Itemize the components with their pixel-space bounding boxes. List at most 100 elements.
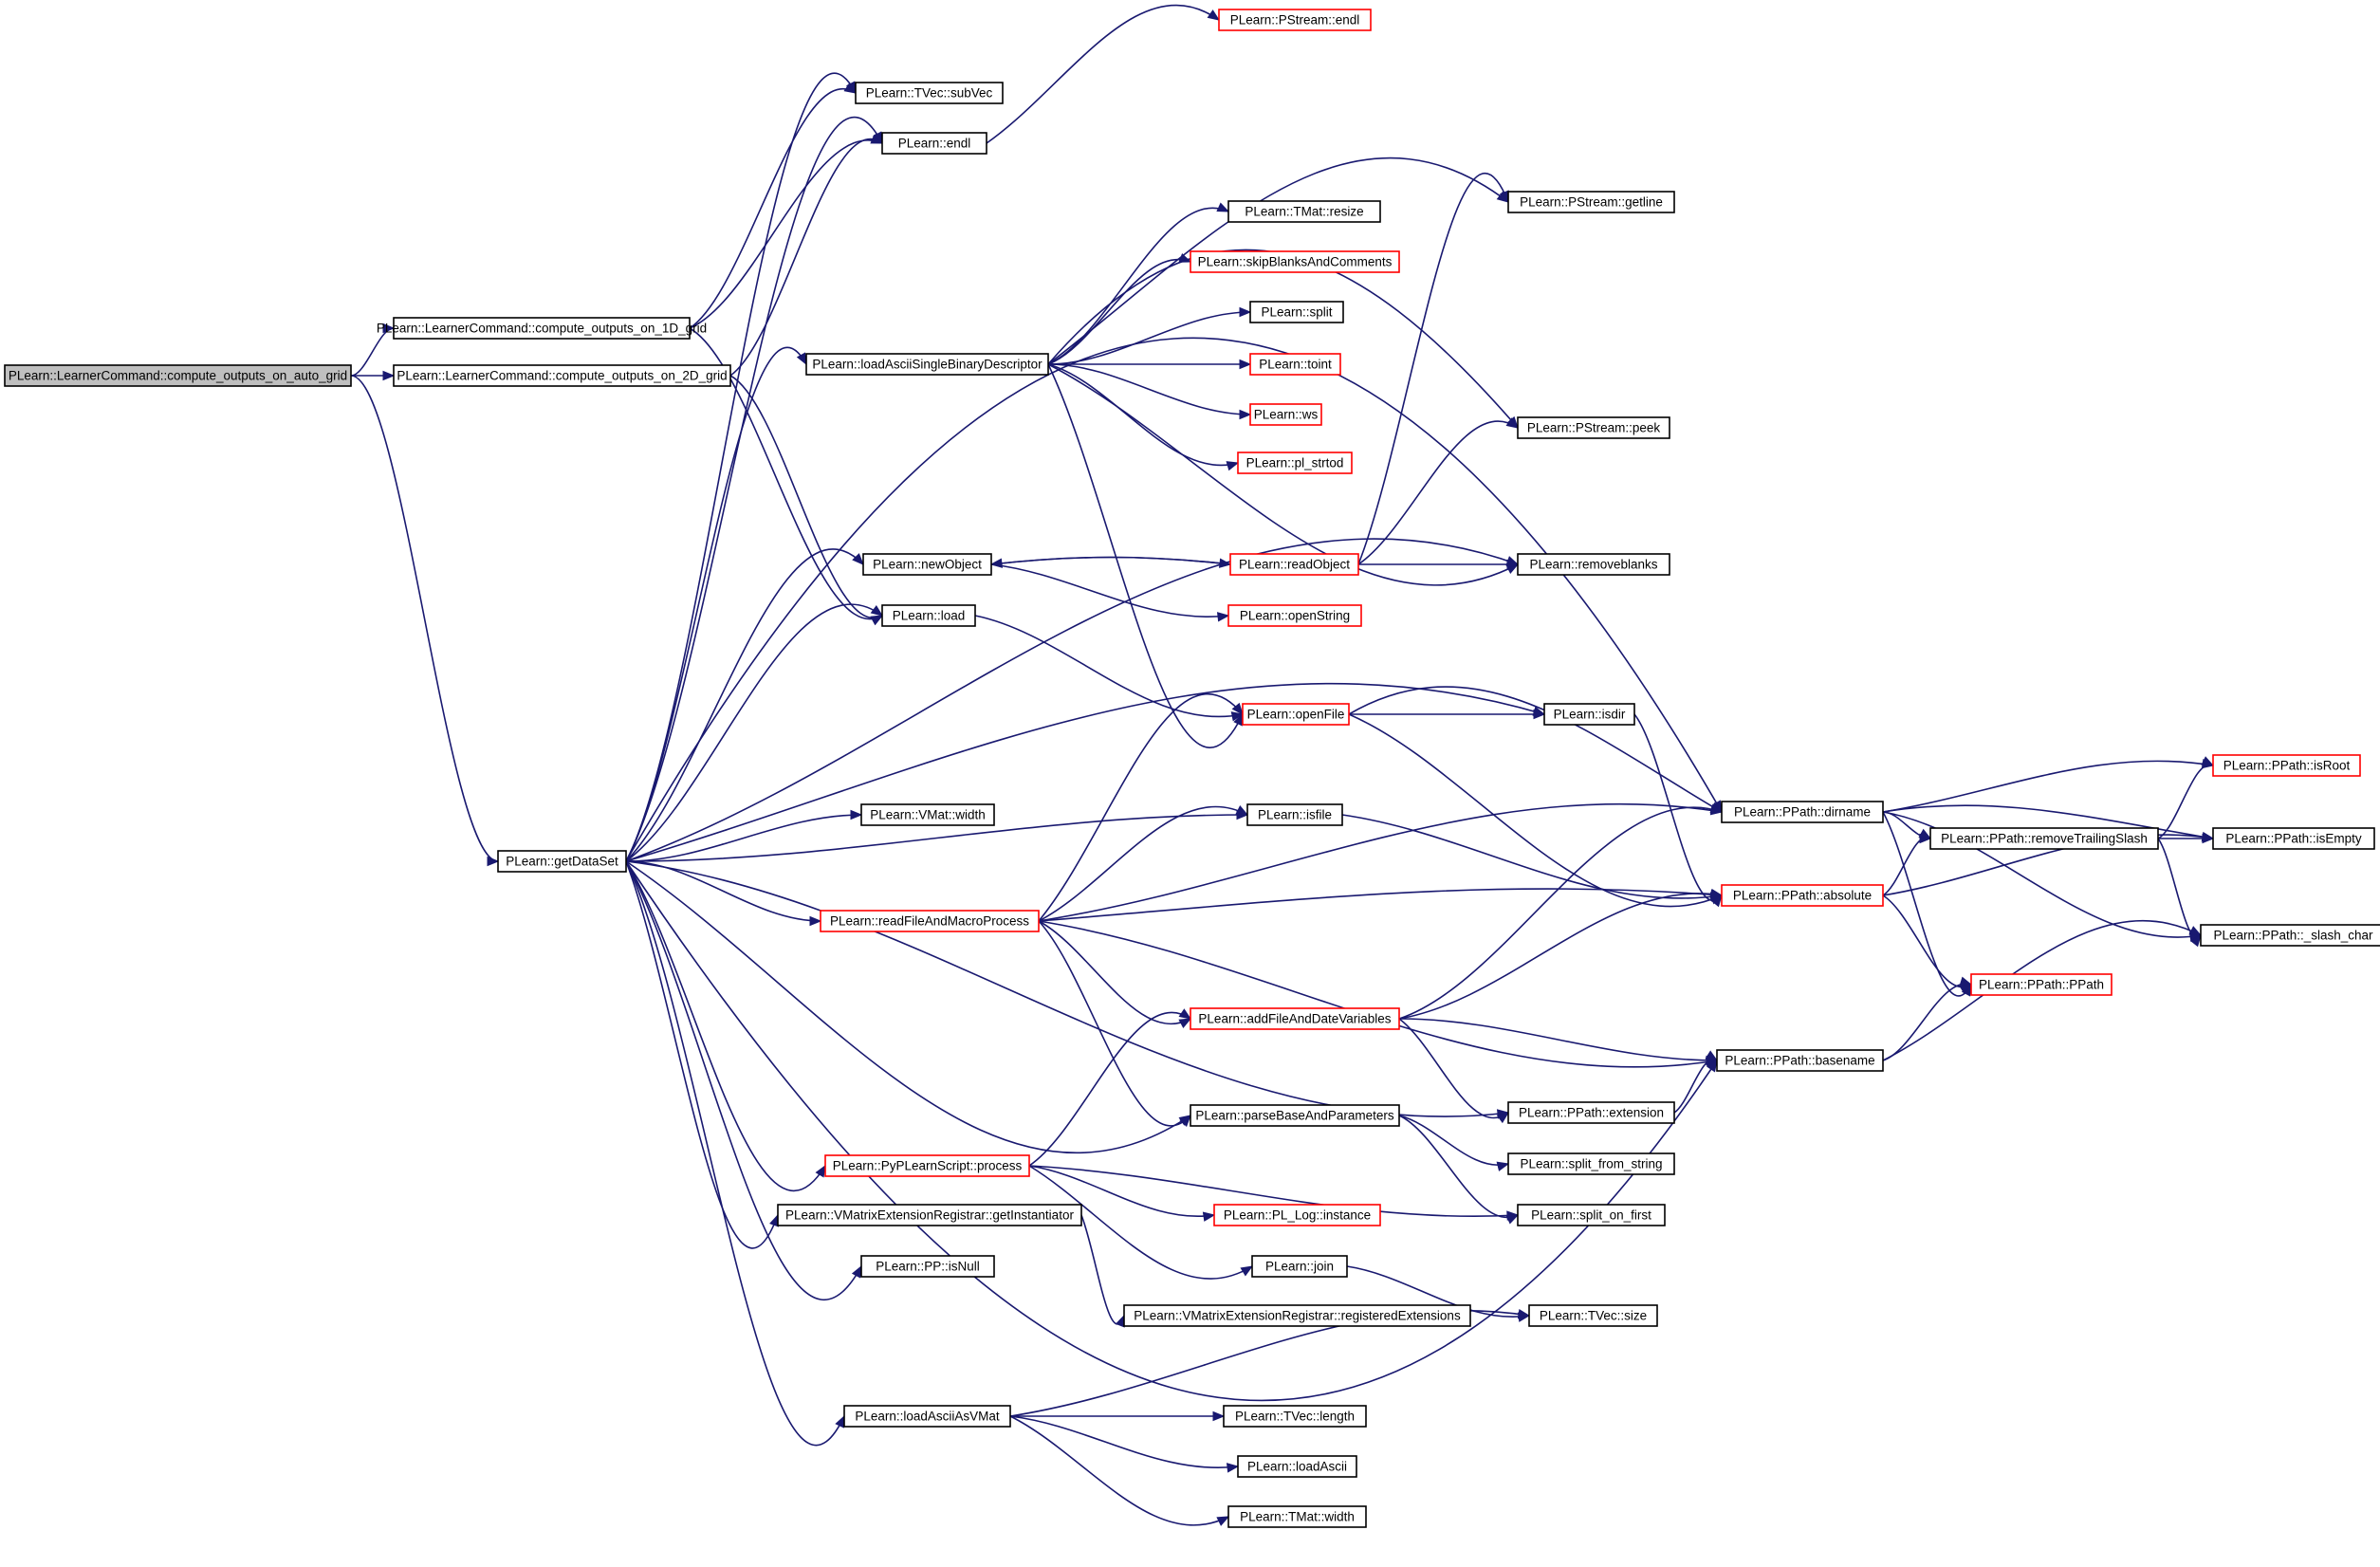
node-rts[interactable]: PLearn::PPath::removeTrailingSlash [1929,827,2159,850]
node-box-pllog[interactable] [1213,1204,1381,1226]
node-subvec[interactable]: PLearn::TVec::subVec [855,82,1004,104]
node-getline[interactable]: PLearn::PStream::getline [1507,191,1675,213]
node-root[interactable]: PLearn::LearnerCommand::compute_outputs_… [4,364,352,387]
node-box-vmatwidth[interactable] [860,803,995,826]
node-split[interactable]: PLearn::split [1249,301,1344,323]
node-box-getline[interactable] [1507,191,1675,213]
node-box-removeblanks[interactable] [1517,553,1670,576]
node-basename[interactable]: PLearn::PPath::basename [1716,1049,1884,1072]
node-box-lavmat[interactable] [843,1405,1011,1428]
node-openfile[interactable]: PLearn::openFile [1242,703,1350,726]
node-toint[interactable]: PLearn::toint [1249,353,1341,376]
node-tmatwidth[interactable]: PLearn::TMat::width [1227,1505,1367,1528]
node-lavmat[interactable]: PLearn::loadAsciiAsVMat [843,1405,1011,1428]
node-pbap[interactable]: PLearn::parseBaseAndParameters [1190,1104,1400,1127]
node-rfamp[interactable]: PLearn::readFileAndMacroProcess [820,910,1040,932]
node-box-sfs[interactable] [1507,1152,1675,1175]
node-box-extension[interactable] [1507,1101,1675,1124]
node-box-regext[interactable] [1123,1304,1471,1327]
node-afadv[interactable]: PLearn::addFileAndDateVariables [1190,1007,1400,1030]
node-peek[interactable]: PLearn::PStream::peek [1517,416,1670,439]
node-endl[interactable]: PLearn::endl [881,132,987,155]
node-isfile[interactable]: PLearn::isfile [1246,803,1343,826]
node-box-join[interactable] [1251,1255,1348,1278]
node-box-c1d[interactable] [393,317,691,340]
node-tvlength[interactable]: PLearn::TVec::length [1223,1405,1367,1428]
node-strtod[interactable]: PLearn::pl_strtod [1237,452,1353,474]
node-openstring[interactable]: PLearn::openString [1227,604,1362,627]
node-box-tmatwidth[interactable] [1227,1505,1367,1528]
node-resize[interactable]: PLearn::TMat::resize [1227,200,1381,223]
node-tvsize[interactable]: PLearn::TVec::size [1528,1304,1658,1327]
node-extension[interactable]: PLearn::PPath::extension [1507,1101,1675,1124]
node-absolute[interactable]: PLearn::PPath::absolute [1721,884,1884,907]
node-slash[interactable]: PLearn::PPath::_slash_char [2200,924,2380,947]
node-box-load[interactable] [881,604,976,627]
node-box-openstring[interactable] [1227,604,1362,627]
node-lasbd[interactable]: PLearn::loadAsciiSingleBinaryDescriptor [805,353,1049,376]
node-c1d[interactable]: PLearn::LearnerCommand::compute_outputs_… [377,317,707,340]
node-box-subvec[interactable] [855,82,1004,104]
node-box-isfile[interactable] [1246,803,1343,826]
node-box-sof[interactable] [1517,1204,1666,1226]
node-newobj[interactable]: PLearn::newObject [862,553,992,576]
node-box-split[interactable] [1249,301,1344,323]
node-sfs[interactable]: PLearn::split_from_string [1507,1152,1675,1175]
node-load[interactable]: PLearn::load [881,604,976,627]
node-box-peek[interactable] [1517,416,1670,439]
node-box-isempty[interactable] [2212,827,2375,850]
node-box-newobj[interactable] [862,553,992,576]
node-pppath[interactable]: PLearn::PPath::PPath [1970,973,2112,996]
node-box-loadascii[interactable] [1237,1455,1357,1478]
node-box-skip[interactable] [1190,250,1400,273]
node-isdir[interactable]: PLearn::isdir [1543,703,1635,726]
node-removeblanks[interactable]: PLearn::removeblanks [1517,553,1670,576]
node-box-absolute[interactable] [1721,884,1884,907]
node-box-toint[interactable] [1249,353,1341,376]
node-box-tvsize[interactable] [1528,1304,1658,1327]
node-box-pendl[interactable] [1218,9,1372,31]
node-box-dirname[interactable] [1721,801,1884,823]
node-box-isroot[interactable] [2212,754,2361,777]
node-regext[interactable]: PLearn::VMatrixExtensionRegistrar::regis… [1123,1304,1471,1327]
node-box-endl[interactable] [881,132,987,155]
node-pllog[interactable]: PLearn::PL_Log::instance [1213,1204,1381,1226]
node-box-root[interactable] [4,364,352,387]
node-pendl[interactable]: PLearn::PStream::endl [1218,9,1372,31]
node-sof[interactable]: PLearn::split_on_first [1517,1204,1666,1226]
node-box-slash[interactable] [2200,924,2380,947]
node-box-c2d[interactable] [393,364,731,387]
node-box-strtod[interactable] [1237,452,1353,474]
node-c2d[interactable]: PLearn::LearnerCommand::compute_outputs_… [393,364,731,387]
node-box-pbap[interactable] [1190,1104,1400,1127]
node-box-afadv[interactable] [1190,1007,1400,1030]
node-box-basename[interactable] [1716,1049,1884,1072]
node-pyproc[interactable]: PLearn::PyPLearnScript::process [824,1154,1030,1177]
node-readobj[interactable]: PLearn::readObject [1229,553,1359,576]
node-box-getds[interactable] [497,850,627,873]
node-box-isnull[interactable] [860,1255,995,1278]
node-box-resize[interactable] [1227,200,1381,223]
node-isroot[interactable]: PLearn::PPath::isRoot [2212,754,2361,777]
node-box-lasbd[interactable] [805,353,1049,376]
node-isnull[interactable]: PLearn::PP::isNull [860,1255,995,1278]
node-box-getinst[interactable] [777,1204,1082,1226]
node-box-readobj[interactable] [1229,553,1359,576]
node-box-pppath[interactable] [1970,973,2112,996]
node-box-ws[interactable] [1249,403,1322,426]
node-box-rts[interactable] [1929,827,2159,850]
node-ws[interactable]: PLearn::ws [1249,403,1322,426]
node-vmatwidth[interactable]: PLearn::VMat::width [860,803,995,826]
node-join[interactable]: PLearn::join [1251,1255,1348,1278]
node-getds[interactable]: PLearn::getDataSet [497,850,627,873]
node-box-rfamp[interactable] [820,910,1040,932]
node-box-pyproc[interactable] [824,1154,1030,1177]
node-box-openfile[interactable] [1242,703,1350,726]
node-dirname[interactable]: PLearn::PPath::dirname [1721,801,1884,823]
node-box-tvlength[interactable] [1223,1405,1367,1428]
node-getinst[interactable]: PLearn::VMatrixExtensionRegistrar::getIn… [777,1204,1082,1226]
node-box-isdir[interactable] [1543,703,1635,726]
node-skip[interactable]: PLearn::skipBlanksAndComments [1190,250,1400,273]
node-loadascii[interactable]: PLearn::loadAscii [1237,1455,1357,1478]
node-isempty[interactable]: PLearn::PPath::isEmpty [2212,827,2375,850]
